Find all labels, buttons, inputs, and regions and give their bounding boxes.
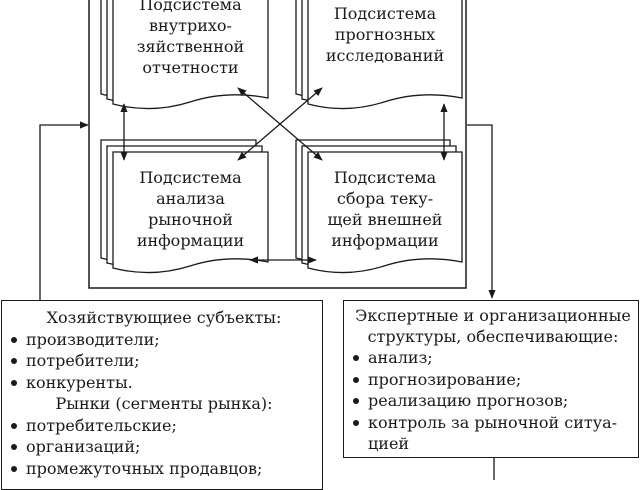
document-stack-market-analysis bbox=[100, 139, 269, 274]
diagram-canvas bbox=[39, 0, 496, 480]
arrow-diagonal-up bbox=[237, 87, 323, 161]
subsystem-internal-reporting: Подсистема внутрихо- зяйственной отчетно… bbox=[113, 0, 268, 78]
list-item: реализацию прогнозов; bbox=[348, 390, 638, 412]
economic-subjects-panel: Хозяйствующиее субъекты: производители; … bbox=[1, 300, 323, 490]
subsystem-external-collection: Подсистема сбора теку- щей внешней инфор… bbox=[308, 167, 462, 251]
list-item: конкуренты. bbox=[6, 372, 322, 394]
document-stack-external-collection bbox=[295, 139, 463, 274]
subsystem-external-collection-line: Подсистема bbox=[333, 168, 437, 187]
subsystem-forecasting: Подсистема прогнозных исследований bbox=[308, 3, 462, 66]
subsystem-internal-reporting-line: зяйственной bbox=[136, 37, 245, 56]
arrow-out-to-right-panel bbox=[467, 124, 496, 299]
subsystem-internal-reporting-line: внутрихо- bbox=[149, 16, 232, 35]
expert-functions-list: анализ; прогнозирование; реализацию прог… bbox=[348, 347, 638, 433]
subsystem-internal-reporting-line: отчетности bbox=[142, 58, 239, 77]
subsystem-market-analysis-line: информации bbox=[136, 231, 245, 250]
subsystem-market-analysis: Подсистема анализа рыночной информации bbox=[113, 167, 268, 251]
list-item: потребительские; bbox=[6, 415, 322, 437]
list-item: организаций; bbox=[6, 436, 322, 458]
arrow-into-system-from-left bbox=[39, 121, 89, 300]
list-item: производители; bbox=[6, 329, 322, 351]
document-stack-forecasting bbox=[295, 0, 463, 110]
document-stack-internal-reporting bbox=[100, 0, 269, 110]
subsystem-external-collection-line: информации bbox=[331, 231, 439, 250]
external-connectors bbox=[39, 121, 496, 480]
subsystem-forecasting-line: исследований bbox=[325, 46, 445, 65]
list-item: контроль за рыночной ситуа- bbox=[348, 412, 638, 434]
markets-title: Рынки (сегменты рынка): bbox=[55, 394, 273, 413]
list-item: анализ; bbox=[348, 347, 638, 369]
subsystem-internal-reporting-line: Подсистема bbox=[139, 0, 242, 14]
expert-structures-panel: Экспертные и организационные структуры, … bbox=[343, 300, 639, 458]
subsystem-external-collection-line: щей внешней bbox=[327, 210, 443, 229]
expert-structures-title-line: структуры, обеспечивающие: bbox=[367, 327, 619, 346]
subsystem-forecasting-line: прогнозных bbox=[334, 25, 436, 44]
subsystem-forecasting-line: Подсистема bbox=[333, 4, 437, 23]
economic-subjects-title: Хозяйствующиее субъекты: bbox=[46, 308, 282, 327]
subsystem-market-analysis-line: рыночной bbox=[148, 210, 233, 229]
markets-list: потребительские; организаций; промежуточ… bbox=[6, 415, 322, 480]
subsystem-market-analysis-line: Подсистема bbox=[139, 168, 242, 187]
economic-subjects-list: производители; потребители; конкуренты. bbox=[6, 329, 322, 394]
subsystem-external-collection-line: сбора теку- bbox=[336, 189, 434, 208]
list-item: промежуточных продавцов; bbox=[6, 458, 322, 480]
subsystem-market-analysis-line: анализа bbox=[156, 189, 225, 208]
system-frame bbox=[88, 0, 467, 289]
list-item: потребители; bbox=[6, 350, 322, 372]
list-item: прогнозирование; bbox=[348, 369, 638, 391]
expert-structures-title-line: Экспертные и организационные bbox=[355, 306, 631, 325]
expert-functions-continuation: цией bbox=[368, 434, 410, 453]
internal-arrows bbox=[120, 87, 448, 264]
